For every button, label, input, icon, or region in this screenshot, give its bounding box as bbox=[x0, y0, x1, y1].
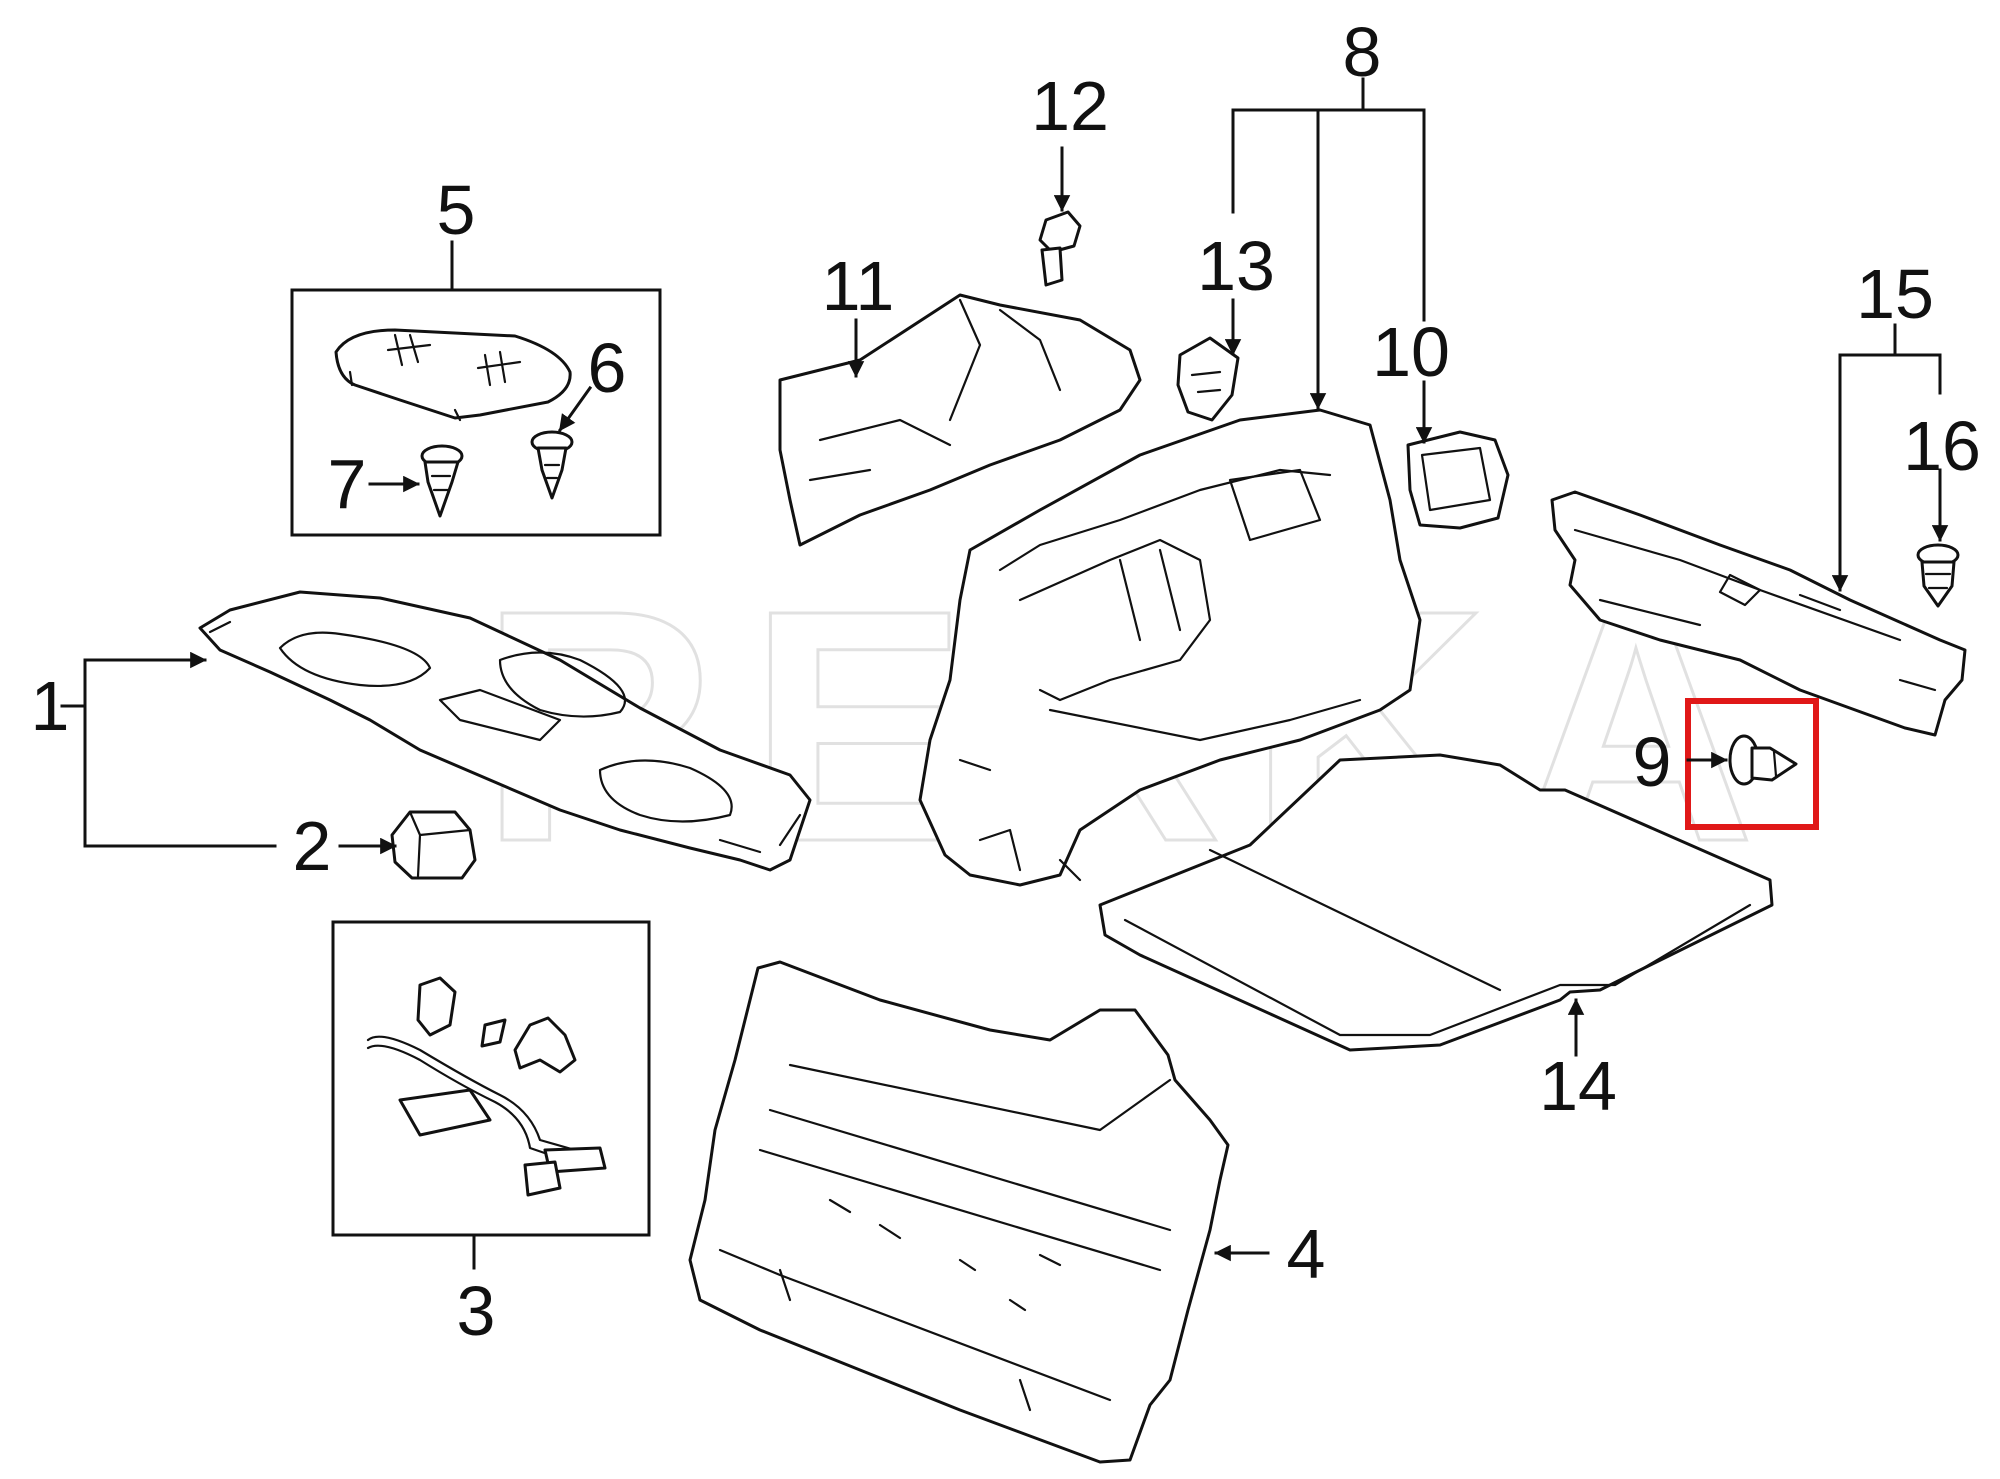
leader-lines bbox=[60, 77, 1949, 1270]
highlight-box bbox=[1685, 698, 1819, 830]
part-15-rear-trim[interactable] bbox=[1550, 490, 1967, 737]
callout-15: 15 bbox=[1856, 255, 1934, 333]
callout-6: 6 bbox=[588, 329, 627, 407]
part-13-clip[interactable] bbox=[1176, 336, 1240, 422]
part-11-side-trim[interactable] bbox=[778, 293, 1142, 547]
callout-10: 10 bbox=[1372, 313, 1450, 391]
part-5-group[interactable] bbox=[290, 288, 662, 537]
callout-12: 12 bbox=[1031, 67, 1109, 145]
part-10-cover[interactable] bbox=[1406, 430, 1510, 530]
part-3-group-box bbox=[331, 920, 651, 1237]
part-9-push-clip[interactable] bbox=[1728, 734, 1798, 786]
callout-1: 1 bbox=[31, 667, 70, 745]
part-2-block[interactable] bbox=[390, 810, 477, 880]
part-5-group-box bbox=[290, 288, 662, 537]
part-6-clip[interactable] bbox=[530, 430, 574, 500]
callout-8: 8 bbox=[1343, 13, 1382, 91]
callout-5: 5 bbox=[437, 171, 476, 249]
part-5-cover bbox=[334, 328, 572, 420]
callout-2: 2 bbox=[293, 807, 332, 885]
part-7-clip[interactable] bbox=[420, 444, 464, 518]
part-3-group[interactable] bbox=[331, 920, 651, 1237]
callout-7: 7 bbox=[328, 445, 367, 523]
part-4-front-panel[interactable] bbox=[688, 960, 1230, 1464]
part-16-clip[interactable] bbox=[1916, 543, 1960, 608]
callout-14: 14 bbox=[1539, 1047, 1617, 1125]
callout-3: 3 bbox=[457, 1272, 496, 1350]
part-12-bolt[interactable] bbox=[1038, 210, 1082, 287]
callout-9: 9 bbox=[1633, 723, 1672, 801]
part-1-package-tray[interactable] bbox=[198, 590, 812, 872]
part-14-floor-mat[interactable] bbox=[1098, 753, 1774, 1052]
callout-4: 4 bbox=[1287, 1215, 1326, 1293]
callout-labels: 1 2 3 4 5 6 7 8 9 10 11 12 13 14 15 16 bbox=[31, 13, 1981, 1350]
callout-16: 16 bbox=[1903, 407, 1981, 485]
part-8-trunk-trim[interactable] bbox=[918, 408, 1422, 887]
callout-11: 11 bbox=[822, 247, 895, 325]
callout-13: 13 bbox=[1197, 227, 1275, 305]
